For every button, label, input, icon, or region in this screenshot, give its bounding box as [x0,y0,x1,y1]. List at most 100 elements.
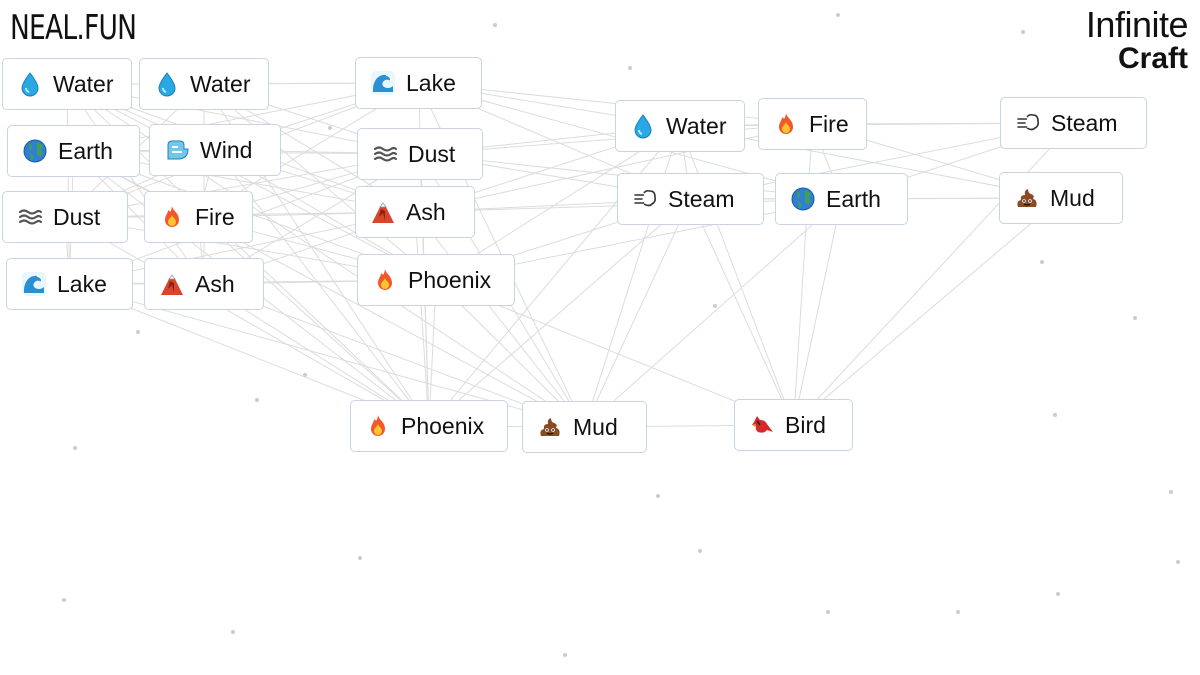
item-label: Mud [1050,184,1095,211]
dust-icon [17,204,43,230]
globe-icon [790,186,816,212]
item-steam[interactable]: Steam [617,173,764,225]
connection-line [584,198,842,428]
item-label: Water [666,112,727,139]
globe-icon [22,138,48,164]
item-ash[interactable]: Ash [355,186,475,238]
item-label: Ash [195,270,235,297]
steam-icon [1015,110,1041,136]
background-dot [628,66,632,70]
fire-icon [159,204,185,230]
volcano-icon [370,199,396,225]
item-ash[interactable]: Ash [144,258,264,310]
connection-line [690,198,794,426]
item-label: Steam [668,185,735,212]
connection-line [584,198,691,428]
item-label: Earth [58,137,113,164]
background-dot [328,126,332,130]
background-dot [563,653,567,657]
background-dot [656,494,660,498]
connection-line [414,211,585,428]
background-dot [255,398,259,402]
background-dot [231,630,235,634]
item-label: Lake [406,69,456,96]
item-water[interactable]: Water [615,100,745,152]
item-water[interactable]: Water [139,58,269,110]
item-earth[interactable]: Earth [7,125,140,177]
connection-line [793,197,1062,426]
bird-icon [749,412,775,438]
background-dot [493,23,497,27]
item-label: Dust [53,203,101,230]
item-phoenix[interactable]: Phoenix [350,400,508,452]
background-dot [358,556,362,560]
connection-line [203,283,585,428]
background-dot [1176,560,1180,564]
item-label: Water [190,70,251,97]
item-label: Fire [809,110,849,137]
neal-fun-logo[interactable]: NEAL.FUN [10,8,137,48]
item-water[interactable]: Water [2,58,132,110]
fire-icon [372,267,398,293]
fire-icon [365,413,391,439]
item-mud[interactable]: Mud [522,401,647,453]
connection-line [203,83,437,281]
item-lake[interactable]: Lake [355,57,482,109]
background-dot [1133,316,1137,320]
background-dot [1040,260,1044,264]
item-label: Dust [408,140,456,167]
wave-icon [21,271,47,297]
droplet-icon [154,71,180,97]
connection-line [64,216,430,427]
connection-line [66,83,437,281]
background-dot [836,13,840,17]
mud-icon [537,414,563,440]
connection-line [66,83,70,285]
connection-line [198,216,430,427]
background-dot [1056,592,1060,596]
background-dot [1021,30,1025,34]
item-fire[interactable]: Fire [144,191,253,243]
wave-icon [370,70,396,96]
item-label: Water [53,70,114,97]
item-label: Wind [200,136,253,163]
volcano-icon [159,271,185,297]
logo-line-craft: Craft [1117,42,1188,75]
wind-icon [164,137,190,163]
item-label: Steam [1051,109,1118,136]
item-label: Phoenix [401,412,485,439]
background-dot [956,610,960,614]
background-dot [73,446,77,450]
item-phoenix[interactable]: Phoenix [357,254,515,306]
item-label: Earth [826,185,881,212]
fire-icon [773,111,799,137]
dust-icon [372,141,398,167]
connection-line [428,198,691,427]
item-earth[interactable]: Earth [775,173,908,225]
background-dot [826,610,830,614]
item-fire[interactable]: Fire [758,98,867,150]
infinite-craft-logo: Infinite Craft [1086,6,1189,75]
background-dot [136,330,140,334]
item-wind[interactable]: Wind [149,124,281,176]
item-lake[interactable]: Lake [6,258,133,310]
item-mud[interactable]: Mud [999,172,1123,224]
droplet-icon [17,71,43,97]
item-label: Phoenix [408,266,492,293]
item-steam[interactable]: Steam [1000,97,1147,149]
item-dust[interactable]: Dust [357,128,483,180]
mud-icon [1014,185,1040,211]
connection-line [793,198,842,426]
item-label: Bird [785,411,826,438]
background-dot [1053,413,1057,417]
background-dot [303,373,307,377]
background-dot [62,598,66,602]
background-dot [713,304,717,308]
item-dust[interactable]: Dust [2,191,128,243]
item-label: Mud [573,413,618,440]
steam-icon [632,186,658,212]
droplet-icon [630,113,656,139]
background-dot [698,549,702,553]
item-bird[interactable]: Bird [734,399,853,451]
